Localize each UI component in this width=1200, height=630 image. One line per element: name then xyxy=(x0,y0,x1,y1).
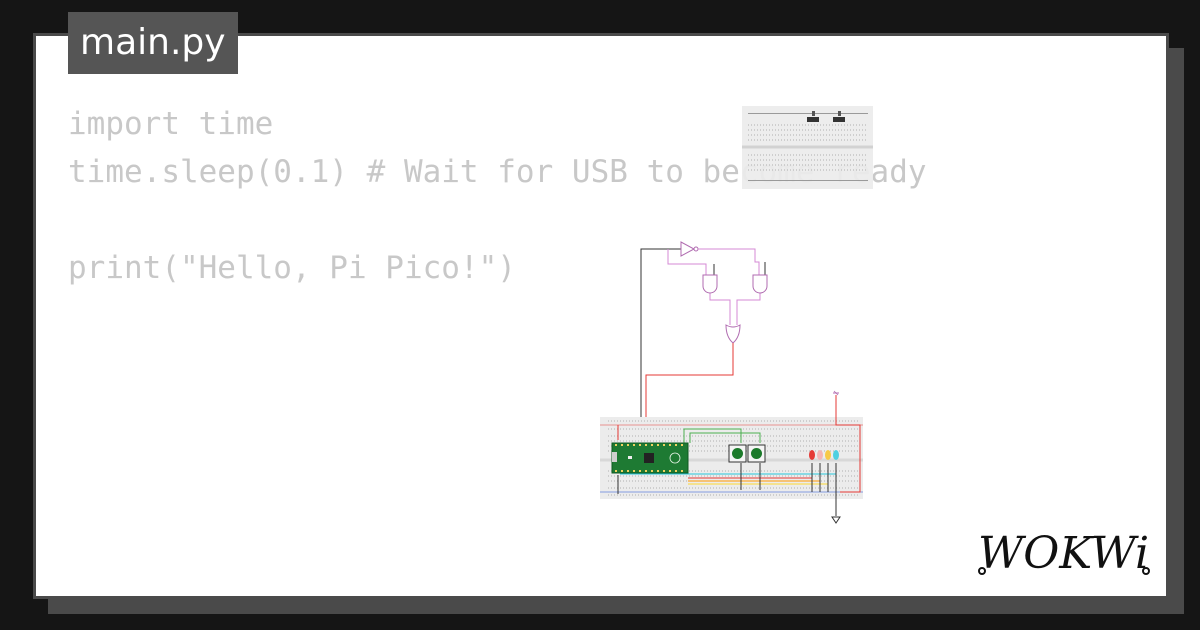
mini-button-1[interactable] xyxy=(807,117,819,122)
led-red[interactable] xyxy=(809,450,815,460)
logo-text: WOKWi xyxy=(978,528,1149,579)
wokwi-logo: WOKWi xyxy=(978,528,1150,579)
raspberry-pi-pico[interactable] xyxy=(611,442,689,474)
or-gate[interactable] xyxy=(725,324,741,344)
led-cyan[interactable] xyxy=(833,450,839,460)
and-gate-left[interactable] xyxy=(702,274,718,294)
pushbutton-1[interactable] xyxy=(728,444,747,463)
code-line: print("Hello, Pi Pico!") xyxy=(68,250,516,286)
breadboard-mini[interactable] xyxy=(742,106,873,189)
vcc-icon xyxy=(833,390,839,396)
code-line: import time xyxy=(68,106,274,142)
preview-card xyxy=(33,33,1169,599)
ground-icon xyxy=(831,516,841,524)
and-gate-right[interactable] xyxy=(752,274,768,294)
file-name-tab[interactable]: main.py xyxy=(68,12,238,74)
led-orange[interactable] xyxy=(817,450,823,460)
mini-button-2[interactable] xyxy=(833,117,845,122)
not-gate[interactable] xyxy=(680,241,699,257)
led-yellow[interactable] xyxy=(825,450,831,460)
pushbutton-2[interactable] xyxy=(747,444,766,463)
